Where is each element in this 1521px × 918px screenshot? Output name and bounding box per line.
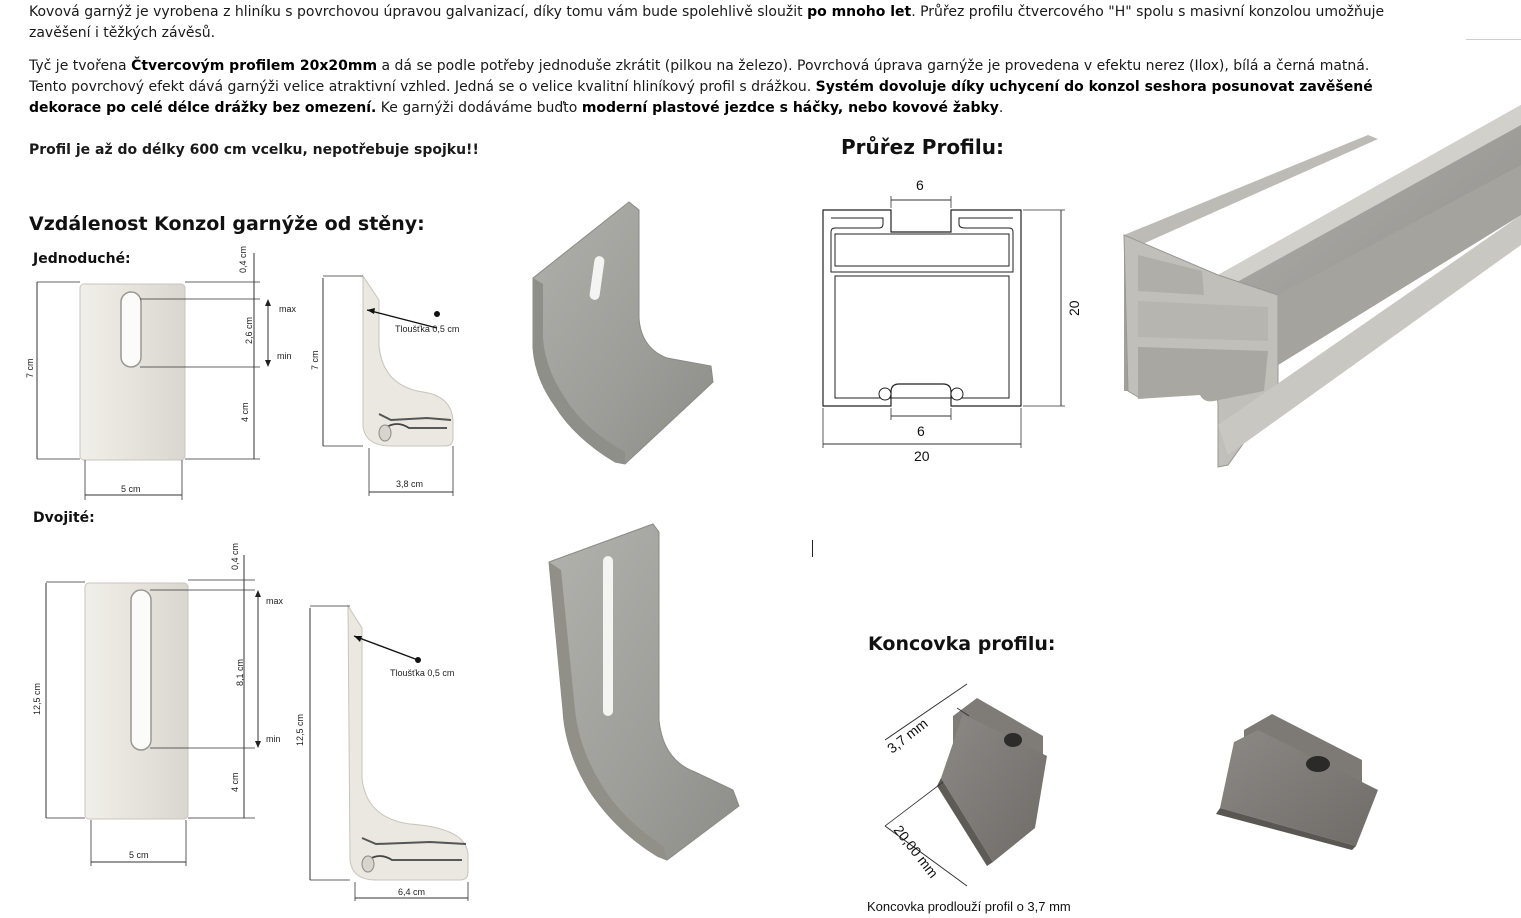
intro-text: . Průřez profilu čtvercového "H" spolu s… (29, 4, 1385, 41)
intro-emphasis: Čtvercovým profilem 20x20mm (131, 58, 378, 74)
single-bracket-front-diagram: 7 cm 0,4 cm 2,6 cm 4 cm max min 5 cm (25, 246, 297, 500)
intro-text: Tyč je tvořena (29, 58, 132, 74)
intro-emphasis: Systém dovoluje díky uchycení do konzol … (29, 79, 1373, 116)
height-label: 12,5 cm (32, 683, 42, 715)
double-bracket-side-diagram: Tloušťka 0,5 cm 12,5 cm 6,4 cm (295, 604, 469, 901)
endcap-caption: Koncovka prodlouží profil o 3,7 mm (867, 899, 1071, 914)
top-gap-label: 0,4 cm (230, 543, 240, 570)
bracket-slot (130, 589, 152, 751)
bracket-plate (79, 283, 186, 461)
text-cursor (812, 540, 813, 557)
side-height-label: 7 cm (310, 350, 320, 370)
intro-text: . (998, 100, 1004, 116)
endcap-heading: Koncovka profilu: (868, 633, 1056, 655)
profile-3d-photo (1123, 105, 1521, 468)
divider (1466, 39, 1521, 40)
bottom-length-label: 4 cm (230, 772, 240, 792)
profile-width-label: 20 (914, 448, 930, 464)
depth-label: 3,8 cm (396, 479, 423, 489)
single-bracket-photo (532, 201, 714, 465)
bracket-slot (120, 291, 142, 368)
intro-paragraph-3: Profil je až do délky 600 cm vcelku, nep… (29, 142, 479, 158)
top-gap-label: 0,4 cm (238, 246, 248, 273)
min-label: min (266, 734, 281, 744)
bottom-length-label: 4 cm (240, 402, 250, 422)
slot-length-label: 8,1 cm (235, 659, 245, 686)
double-bracket-front-diagram: 12,5 cm 0,4 cm 8,1 cm 4 cm max min 5 cm (32, 543, 284, 866)
intro-paragraph-1: Kovová garnýž je vyrobena z hliníku s po… (29, 2, 1419, 44)
profile-heading: Průřez Profilu: (841, 135, 1004, 159)
depth-label: 6,4 cm (398, 887, 425, 897)
intro-paragraph-2: Tyč je tvořena Čtvercovým profilem 20x20… (29, 56, 1374, 119)
max-label: max (279, 304, 297, 314)
width-label: 5 cm (121, 484, 141, 494)
top-opening-label: 6 (916, 177, 924, 193)
profile-height-label: 20 (1066, 300, 1082, 316)
double-bracket-photo (548, 523, 740, 861)
intro-emphasis: po mnoho let (807, 4, 912, 20)
profile-cross-section-diagram: 6 6 20 20 (822, 177, 1082, 464)
min-label: min (277, 351, 292, 361)
single-subheading: Jednoduché: (33, 251, 131, 267)
height-label: 7 cm (25, 358, 35, 378)
intro-emphasis: moderní plastové jezdce s háčky, nebo ko… (581, 100, 999, 116)
intro-text: Ke garnýži dodáváme buďto (376, 100, 582, 116)
bottom-opening-label: 6 (917, 423, 925, 439)
intro-text: a dá se podle potřeby jednoduše zkrátit … (29, 58, 1370, 95)
thickness-label: Tloušťka 0,5 cm (395, 324, 459, 334)
distance-heading: Vzdálenost Konzol garnýže od stěny: (29, 213, 425, 235)
width-label: 5 cm (129, 850, 149, 860)
double-subheading: Dvojité: (33, 510, 95, 526)
endcap-width-label: 20,00 mm (891, 822, 942, 881)
endcap-photo (1216, 714, 1378, 850)
slot-length-label: 2,6 cm (244, 317, 254, 344)
single-bracket-side-diagram: Tloušťka 0,5 cm 7 cm 3,8 cm (310, 274, 459, 496)
side-height-label: 12,5 cm (295, 714, 305, 746)
intro-text: Kovová garnýž je vyrobena z hliníku s po… (29, 4, 808, 20)
thickness-label: Tloušťka 0,5 cm (390, 668, 454, 678)
endcap-diagram: 3,7 mm 20,00 mm (884, 683, 1047, 887)
max-label: max (266, 596, 284, 606)
